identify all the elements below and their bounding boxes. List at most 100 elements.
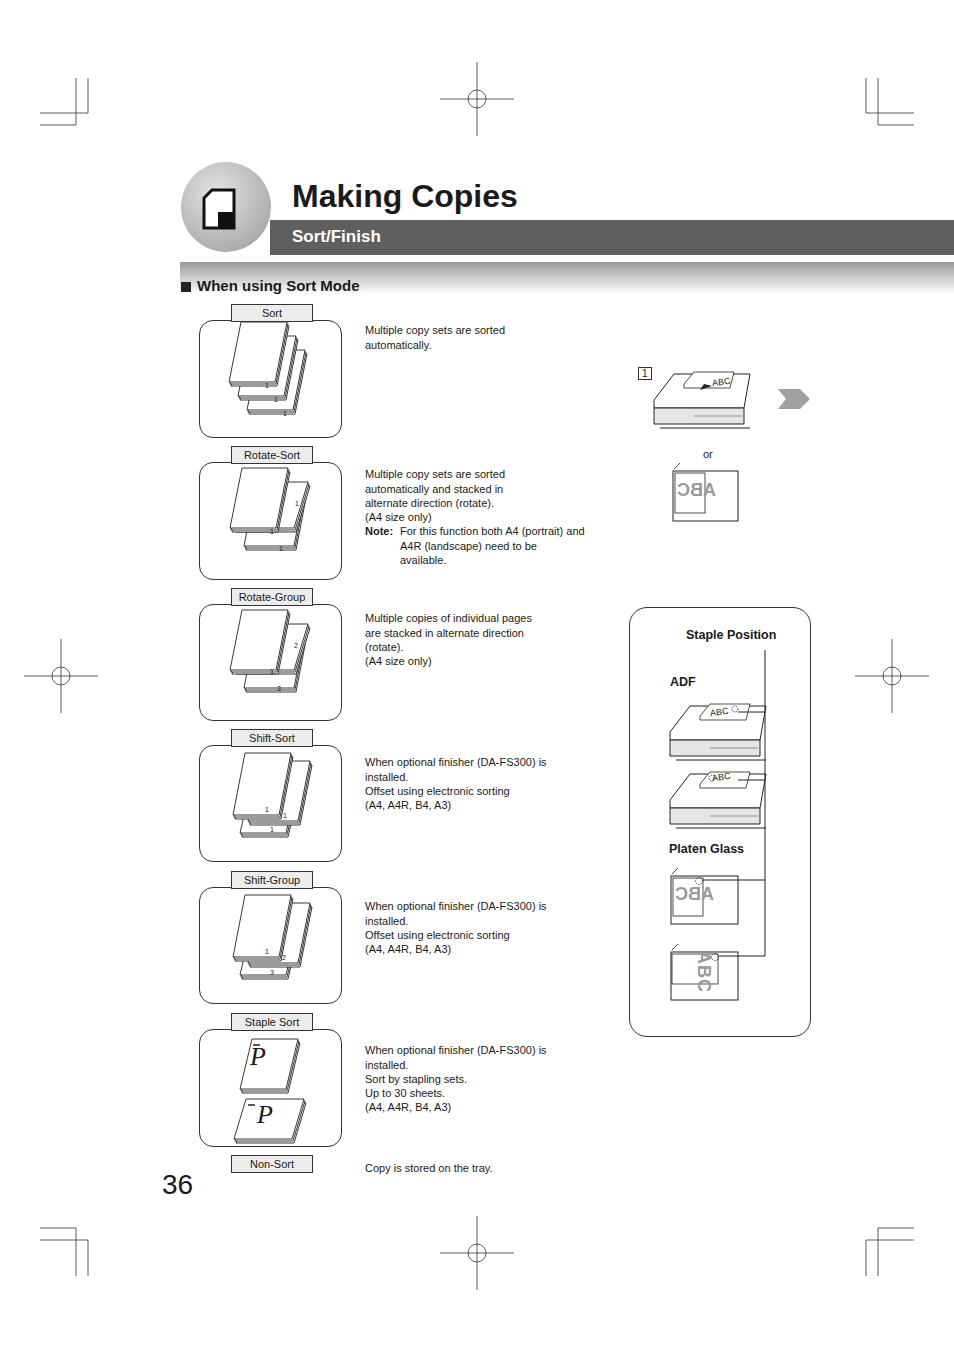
description: Sort by stapling sets. — [365, 1072, 467, 1087]
crop-mark — [40, 1228, 76, 1229]
description: Up to 30 sheets. — [365, 1086, 445, 1101]
page-number-tag: 1 — [265, 806, 269, 814]
mode-box: Shift-Group — [199, 887, 342, 1004]
leader-line — [703, 880, 765, 881]
adf-unit — [694, 416, 742, 417]
leader-line — [738, 780, 765, 781]
description: Multiple copy sets are sorted automatica… — [365, 467, 533, 511]
platen-glass — [673, 471, 738, 521]
staple — [248, 1104, 255, 1106]
staple-position — [732, 706, 738, 712]
leader-line — [765, 650, 766, 956]
paper-sheet — [229, 322, 287, 382]
mode-tab: Shift-Group — [231, 871, 313, 889]
leader-line — [719, 956, 765, 957]
page-number-tag: 1 — [265, 382, 269, 390]
description: (A4 size only) — [365, 510, 432, 525]
step-number: 1 — [638, 367, 652, 380]
crop-mark — [40, 1240, 88, 1241]
crop-mark — [878, 125, 914, 126]
adf-unit — [654, 408, 744, 424]
mode-tab: Rotate-Group — [231, 588, 313, 606]
description: (A4, A4R, B4, A3) — [365, 942, 451, 957]
page-letter: P — [250, 1044, 266, 1070]
note-text: For this function both A4 (portrait) and… — [400, 524, 586, 568]
description: When optional finisher (DA-FS300) is ins… — [365, 899, 553, 928]
mode-tab: Staple Sort — [231, 1013, 313, 1031]
section-heading: When using Sort Mode — [197, 279, 360, 294]
mode-box: Non-Sort — [231, 1155, 313, 1173]
page-number-tag: 3 — [277, 685, 281, 693]
page-number-tag: 2 — [294, 642, 298, 650]
adf-unit — [710, 748, 758, 749]
mode-tab: Rotate-Sort — [231, 446, 313, 464]
crop-mark — [40, 113, 88, 114]
description: When optional finisher (DA-FS300) is ins… — [365, 1043, 553, 1072]
platen-glass — [671, 952, 738, 1000]
page-number-tag: 1 — [270, 826, 274, 834]
next-step-chevron — [778, 389, 810, 409]
page-number-tag: 1 — [279, 545, 283, 553]
registration-mark — [477, 1216, 478, 1290]
adf-unit — [670, 706, 766, 740]
paper-sheet — [234, 1099, 304, 1139]
paper-sheet — [233, 895, 291, 957]
mode-box: Rotate-Group — [199, 604, 342, 721]
chapter-icon — [218, 212, 234, 228]
or-text: or — [703, 447, 713, 462]
panel-heading: Staple Position — [686, 628, 776, 642]
paper-sheet — [240, 1039, 298, 1089]
paper-sheet — [230, 610, 288, 670]
crop-mark — [878, 1228, 914, 1229]
crop-mark — [866, 78, 867, 113]
corner-arrow — [674, 463, 680, 469]
header-strip — [180, 262, 954, 294]
mode-box: Shift-Sort — [199, 745, 342, 862]
crop-mark — [866, 1240, 914, 1241]
mode-box: Sort — [199, 320, 342, 438]
page-number-tag: 1 — [265, 948, 269, 956]
panel-label: ADF — [670, 675, 696, 690]
crop-mark — [878, 1228, 879, 1276]
adf-unit — [676, 827, 766, 828]
mode-box: Rotate-Sort — [199, 462, 342, 580]
crop-mark — [866, 113, 914, 114]
description: When optional finisher (DA-FS300) is ins… — [365, 755, 553, 784]
feed-arrow — [700, 384, 712, 390]
description: (A4, A4R, B4, A3) — [365, 798, 451, 813]
section-band: Sort/Finish — [270, 220, 954, 255]
description: Offset using electronic sorting — [365, 784, 510, 799]
crop-mark — [40, 125, 76, 126]
corner-arrow — [672, 944, 678, 950]
page-number-tag: 2 — [282, 954, 286, 962]
document-text: ABC — [677, 481, 716, 501]
adf-unit — [710, 816, 758, 817]
crop-mark — [76, 78, 77, 125]
page-title: Making Copies — [292, 177, 518, 215]
crop-mark — [878, 78, 879, 125]
mode-tab: Shift-Sort — [231, 729, 313, 747]
adf-unit — [670, 808, 760, 824]
description: (A4 size only) — [365, 654, 432, 669]
description: Offset using electronic sorting — [365, 928, 510, 943]
page-number-tag: 3 — [270, 969, 274, 977]
crop-mark — [88, 78, 89, 113]
page-number: 36 — [162, 1170, 193, 1201]
description: Copy is stored on the tray. — [365, 1161, 493, 1176]
paper-sheet — [233, 753, 291, 815]
crop-mark — [88, 1240, 89, 1276]
description: Multiple copies of individual pages are … — [365, 611, 533, 655]
description: Multiple copy sets are sorted automatica… — [365, 323, 530, 352]
description: (A4, A4R, B4, A3) — [365, 1100, 451, 1115]
page-number-tag: 1 — [283, 410, 287, 418]
staple-panel: Staple Position — [629, 607, 811, 1037]
registration-mark — [892, 639, 893, 713]
section-title: Sort/Finish — [292, 227, 381, 247]
note-label: Note: — [365, 524, 393, 539]
registration-mark — [477, 62, 478, 136]
mode-tab: Non-Sort — [232, 1156, 312, 1172]
crop-mark — [866, 1240, 867, 1276]
mode-tab: Sort — [231, 304, 313, 322]
panel-label: Platen Glass — [669, 842, 744, 857]
crop-mark — [76, 1228, 77, 1276]
